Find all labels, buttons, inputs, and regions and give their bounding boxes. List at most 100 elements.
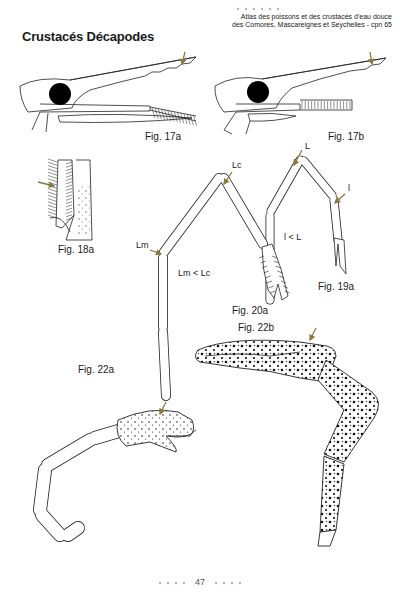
fine-stroke	[274, 261, 279, 263]
fine-stroke	[48, 205, 57, 208]
fine-stroke	[66, 205, 72, 207]
fine-stroke	[174, 112, 177, 122]
fine-stroke	[66, 175, 72, 177]
fine-stroke	[346, 101, 347, 109]
dimension-label: Lc	[232, 160, 242, 170]
fine-stroke	[276, 266, 281, 268]
fine-stroke	[66, 162, 72, 164]
fine-stroke	[165, 110, 168, 120]
fine-stroke	[155, 109, 158, 119]
figure-label: Fig. 17a	[145, 131, 181, 143]
fine-stroke	[48, 215, 57, 218]
fine-stroke	[324, 101, 325, 109]
page-title: Crustacés Décapodes	[22, 30, 154, 45]
fine-stroke	[48, 202, 57, 205]
fine-stroke	[334, 101, 335, 109]
dimension-label: l < L	[284, 232, 301, 242]
fine-stroke	[66, 185, 72, 187]
fine-stroke	[308, 101, 309, 109]
fine-stroke	[311, 101, 312, 109]
fine-stroke	[305, 101, 306, 109]
figure-label: Fig. 17b	[328, 131, 364, 143]
fine-stroke	[152, 108, 155, 118]
figure-label: Fig. 19a	[318, 281, 354, 293]
fine-stroke	[321, 101, 322, 109]
fine-stroke	[66, 202, 72, 204]
fine-stroke	[340, 101, 341, 109]
spotted-cheliped	[195, 340, 378, 546]
fine-stroke	[350, 101, 351, 109]
fine-stroke	[66, 198, 72, 200]
setose-appendage	[50, 160, 92, 240]
fine-stroke	[302, 101, 303, 109]
fine-stroke	[48, 166, 57, 169]
running-header: des Comores, Mascareignes et Seychelles …	[232, 21, 392, 29]
shrimp-head-17b	[215, 58, 386, 134]
fine-stroke	[168, 111, 171, 121]
fine-stroke	[343, 101, 344, 109]
fine-stroke	[277, 271, 282, 273]
fine-stroke	[66, 169, 72, 171]
fine-stroke	[66, 195, 72, 197]
fine-stroke	[48, 179, 57, 182]
dimension-label: l	[348, 183, 350, 193]
fine-stroke	[178, 113, 181, 123]
fine-stroke	[262, 266, 267, 268]
fine-stroke	[66, 165, 72, 167]
shrimp-head-17a	[20, 57, 196, 132]
figure-label: Fig. 22b	[238, 322, 274, 334]
fine-stroke	[283, 286, 288, 288]
fine-stroke	[259, 256, 264, 258]
fine-stroke	[318, 101, 319, 109]
dimension-label: Lm	[136, 240, 149, 250]
fine-stroke	[48, 192, 57, 195]
dimension-label: L	[305, 141, 310, 151]
figure-label: Fig. 18a	[58, 244, 94, 256]
fine-stroke	[330, 101, 331, 109]
fine-stroke	[48, 212, 57, 215]
page-number: 47	[195, 577, 205, 587]
fine-stroke	[48, 189, 57, 192]
fine-stroke	[194, 116, 197, 126]
fine-stroke	[48, 195, 57, 198]
fine-stroke	[314, 101, 315, 109]
fine-stroke	[158, 109, 161, 119]
fine-stroke	[267, 281, 272, 283]
dimension-label: Lm < Lc	[178, 268, 210, 278]
fine-stroke	[265, 276, 270, 278]
fine-stroke	[272, 256, 277, 258]
fine-stroke	[162, 110, 165, 120]
fine-stroke	[48, 199, 57, 202]
fine-stroke	[66, 188, 72, 190]
fine-stroke	[66, 182, 72, 184]
fine-stroke	[48, 172, 57, 175]
figure-label: Fig. 22a	[78, 364, 114, 376]
fine-stroke	[48, 176, 57, 179]
fine-stroke	[261, 261, 266, 263]
fine-stroke	[269, 286, 274, 288]
fine-stroke	[66, 179, 72, 181]
fine-stroke	[181, 113, 184, 123]
fine-stroke	[184, 114, 187, 124]
fine-stroke	[171, 112, 174, 122]
fine-stroke	[66, 215, 72, 217]
fine-stroke	[279, 276, 284, 278]
fine-stroke	[327, 101, 328, 109]
fine-stroke	[190, 115, 193, 125]
running-header: Atlas des poissons et des crustacés d'ea…	[241, 13, 392, 21]
fine-stroke	[48, 209, 57, 212]
fine-stroke	[270, 291, 275, 293]
fine-stroke	[187, 115, 190, 125]
fine-stroke	[48, 162, 57, 165]
figure-label: Fig. 20a	[232, 305, 268, 317]
fine-stroke	[281, 281, 286, 283]
fine-stroke	[48, 159, 57, 162]
fine-stroke	[66, 218, 72, 220]
fine-stroke	[66, 172, 72, 174]
fine-stroke	[48, 169, 57, 172]
fine-stroke	[66, 192, 72, 194]
fine-stroke	[264, 271, 269, 273]
fine-stroke	[337, 101, 338, 109]
fine-stroke	[285, 291, 290, 293]
